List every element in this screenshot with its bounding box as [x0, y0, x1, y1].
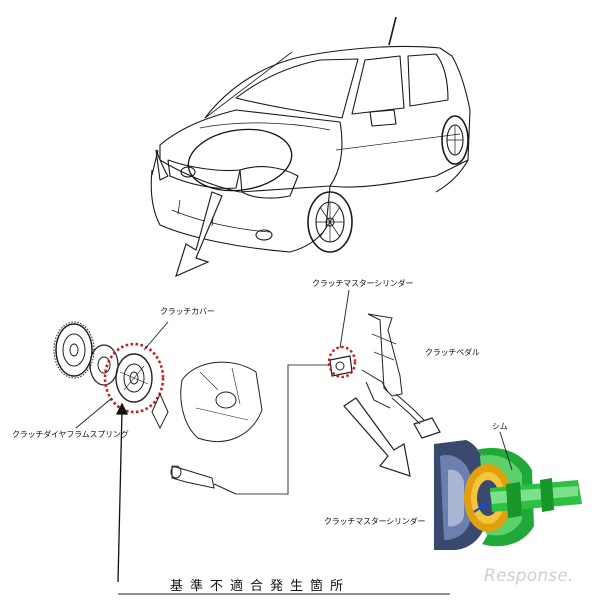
caption-nonconformity-location: 基準不適合発生箇所	[170, 579, 351, 594]
response-watermark: Response.	[484, 566, 574, 586]
label-clutch-cover: クラッチカバー	[160, 307, 215, 316]
pedal-assembly	[327, 289, 441, 439]
label-clutch-diaphragm-spring: クラッチダイヤフラムスプリング	[12, 430, 129, 439]
label-clutch-master-cylinder-top: クラッチマスターシリンダー	[312, 279, 414, 288]
label-clutch-master-cylinder-bottom: クラッチマスターシリンダー	[324, 517, 426, 526]
car-illustration	[150, 16, 471, 253]
shim-detail-inset	[434, 431, 582, 550]
arrow-up-icon	[115, 402, 129, 583]
label-clutch-pedal: クラッチペダル	[425, 348, 480, 357]
label-shim: シム	[492, 422, 508, 431]
clutch-assembly	[53, 321, 330, 495]
arrow-down-icon	[175, 191, 223, 278]
leader-lines	[75, 321, 169, 429]
arrow-inset-icon	[343, 397, 411, 477]
